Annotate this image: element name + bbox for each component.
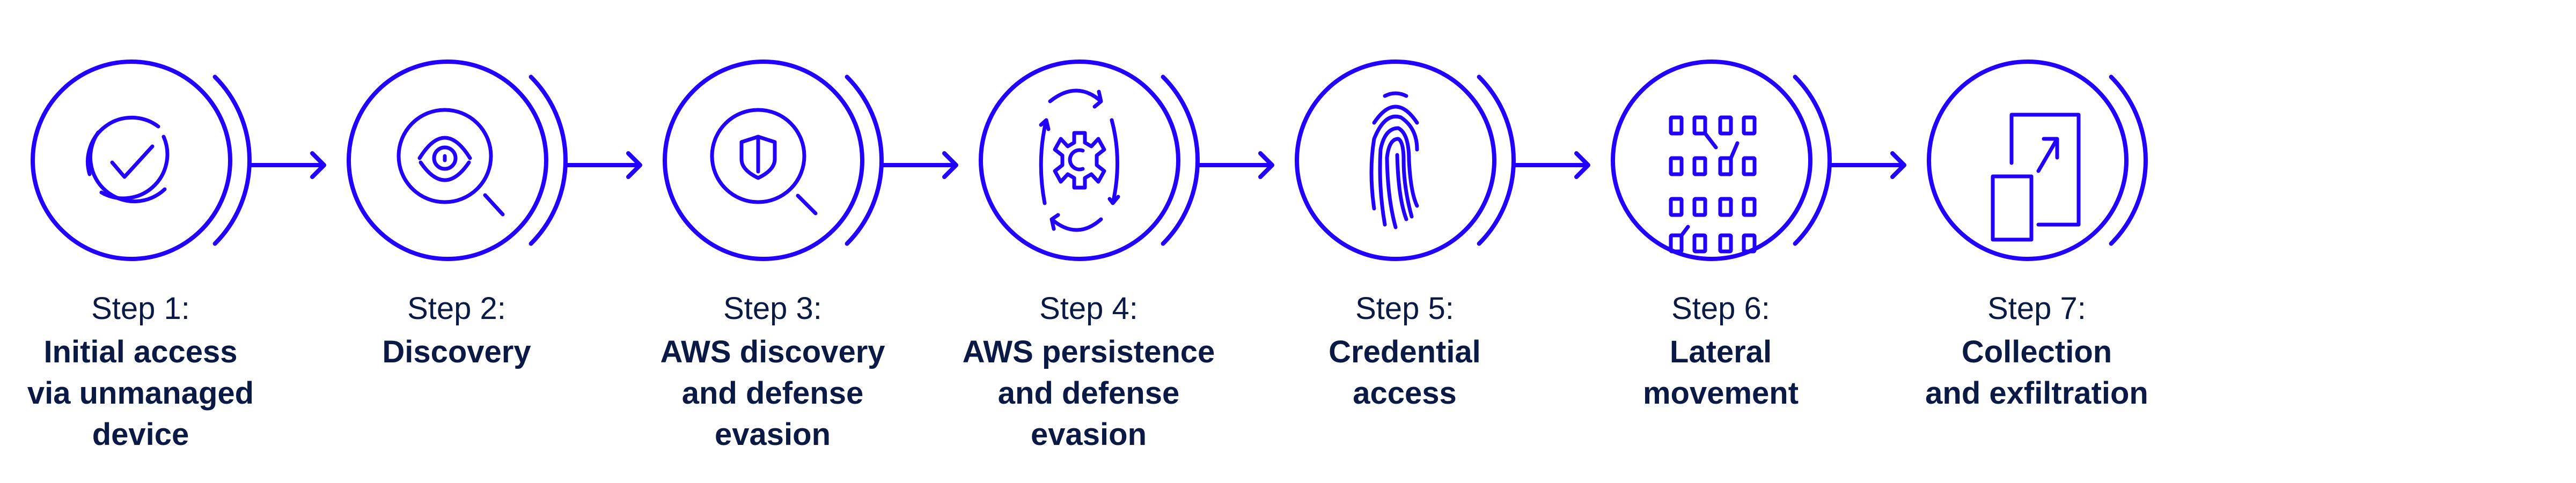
arrow-right-icon [1198,151,1274,179]
step-title-line: AWS discovery [660,335,885,369]
step-title-line: movement [1643,376,1799,411]
arrow-right-icon [882,151,958,179]
step-circle [1927,60,2129,261]
step-circle [1295,60,1496,261]
step-title-line: AWS persistence [963,335,1215,369]
step-circle [1611,60,1812,261]
step-outer-arc [845,75,884,246]
step-title-line: Lateral [1670,335,1772,369]
step-outer-arc [2109,75,2148,246]
step-label: Step 5: [1355,291,1454,326]
step-2: Step 2: Discovery [347,60,642,369]
step-title-line: Initial access [43,335,237,369]
step-5: Step 5: Credential access [1295,60,1590,411]
step-label: Step 4: [1039,291,1138,326]
eye-magnifier-icon [399,110,503,214]
step-title-line: Discovery [382,335,531,369]
step-title-line: and defense [998,376,1179,411]
step-title-line: device [92,417,189,452]
step-outer-arc [1477,75,1516,246]
step-circle [663,60,864,261]
step-title-line: and defense [682,376,863,411]
step-outer-arc [1793,75,1832,246]
gear-cycle-icon [1041,91,1118,230]
step-label: Step 2: [407,291,506,326]
step-title-line: access [1353,376,1457,411]
step-1: Step 1: Initial access via unmanaged device [27,60,326,452]
step-4: Step 4: AWS persistence and defense evasion [963,60,1274,452]
grid-network-icon [1671,117,1755,251]
arrow-right-icon [1830,151,1906,179]
step-title-line: evasion [1031,417,1147,452]
step-label: Step 3: [723,291,822,326]
step-circle [979,60,1180,261]
step-label: Step 6: [1671,291,1770,326]
step-6: Step 6: Lateral movement [1611,60,1906,411]
step-title-line: Collection [1962,335,2112,369]
shield-magnifier-icon [712,110,816,213]
step-outer-arc [529,75,568,246]
step-circle [347,60,548,261]
arrow-right-icon [1514,151,1590,179]
export-window-icon [1993,115,2079,240]
step-circle [31,60,232,261]
arrow-right-icon [566,151,642,179]
step-outer-arc [1161,75,1200,246]
step-title-line: evasion [715,417,831,452]
step-title-line: via unmanaged [27,376,254,411]
step-outer-arc [212,75,252,246]
step-label: Step 1: [91,291,190,326]
fingerprint-icon [1371,93,1417,227]
step-3: Step 3: AWS discovery and defense evasion [660,60,958,452]
step-label: Step 7: [1987,291,2086,326]
arrow-right-icon [249,151,326,179]
check-circle-icon [88,117,167,201]
step-7: Step 7: Collection and exfiltration [1925,60,2148,411]
step-title-line: and exfiltration [1925,376,2148,411]
step-title-line: Credential [1329,335,1481,369]
